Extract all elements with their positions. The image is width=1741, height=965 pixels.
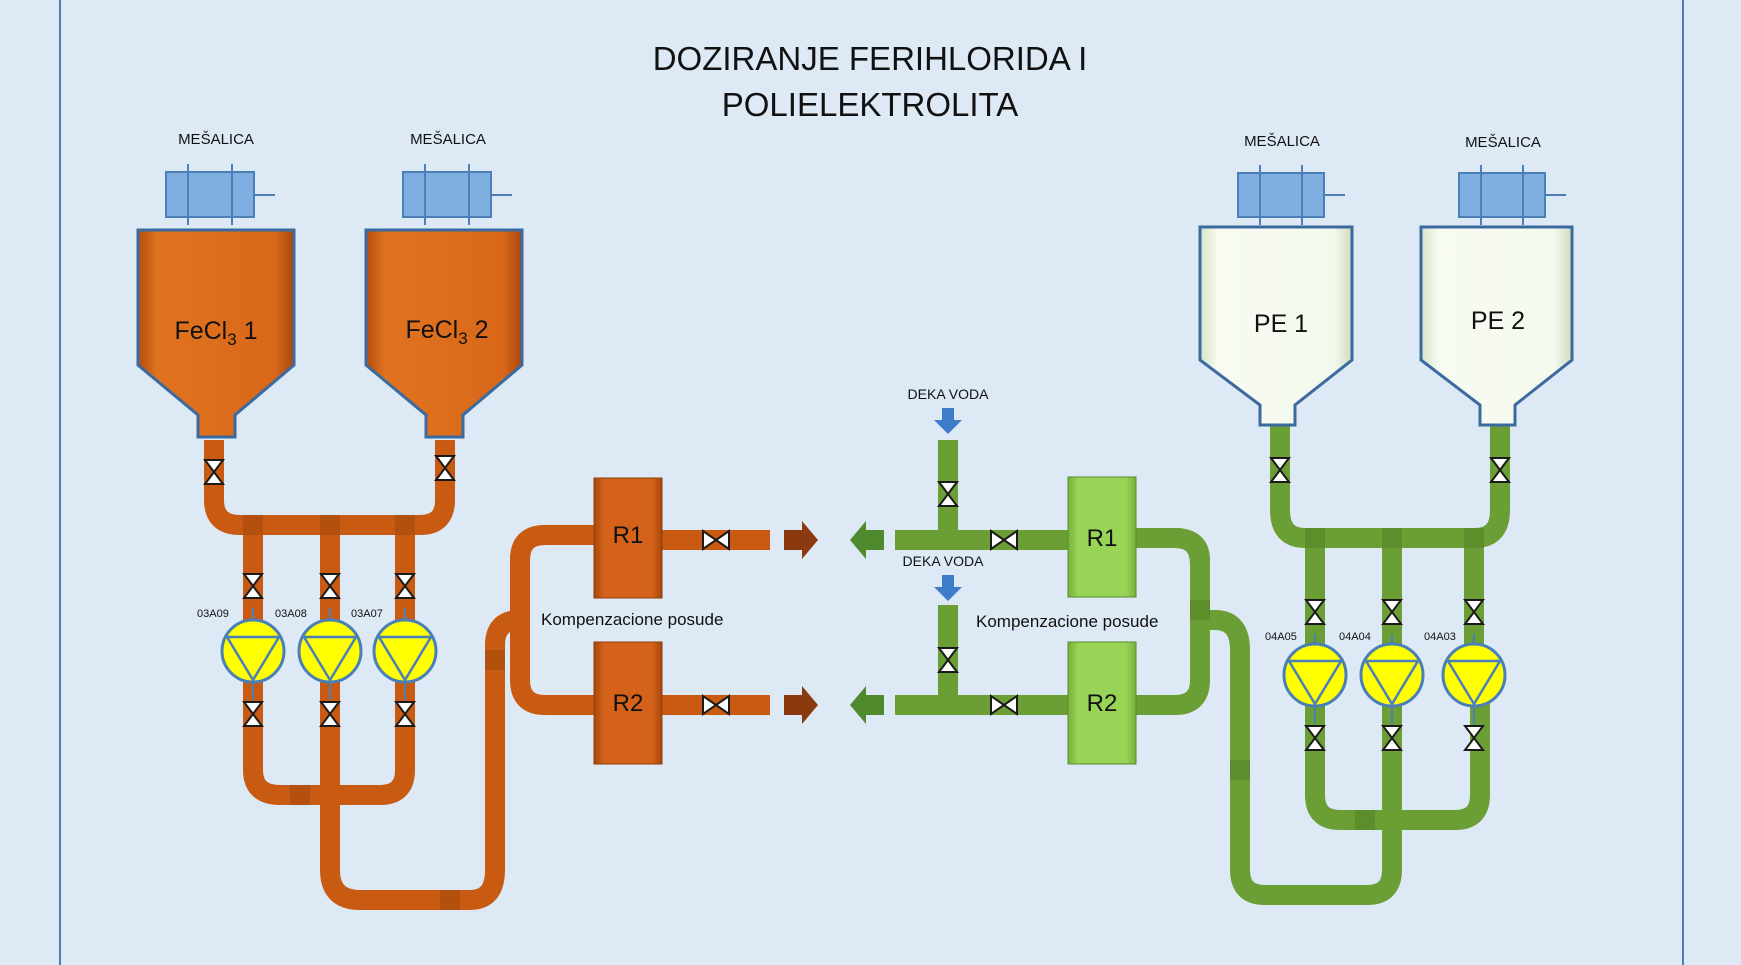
valve-tank-fecl3-1 bbox=[203, 459, 225, 485]
tank-fecl3-1 bbox=[136, 228, 296, 439]
pump-03a08 bbox=[297, 608, 363, 700]
tank-group bbox=[136, 225, 1574, 439]
valve-pump-04a05-in bbox=[1304, 599, 1326, 625]
arrow-left-green-1-icon bbox=[850, 521, 884, 559]
vessel-left-r1 bbox=[593, 477, 663, 599]
arrow-right-orange-2-icon bbox=[784, 686, 818, 724]
tank-label-fecl3-1: FeCl3 1 bbox=[174, 317, 258, 349]
valve-pump-04a03-out bbox=[1463, 725, 1485, 751]
fecl3-pipe-collars bbox=[243, 515, 505, 910]
pe-main-pipe bbox=[1130, 528, 1402, 905]
tank-pe-1 bbox=[1198, 225, 1354, 427]
valve-water-2 bbox=[937, 647, 959, 673]
valve-pump-03a09-in bbox=[242, 573, 264, 599]
title-line-2: POLIELEKTROLITA bbox=[721, 86, 1019, 123]
mixer-label-3: MEŠALICA bbox=[1244, 133, 1320, 150]
pump-03a07 bbox=[372, 608, 438, 700]
arrow-down-water-1-icon bbox=[934, 408, 962, 434]
pump-group bbox=[220, 608, 1507, 724]
mixer-label-4: MEŠALICA bbox=[1465, 134, 1541, 151]
pump-03a09 bbox=[220, 608, 286, 700]
valve-left-r1-out bbox=[702, 529, 730, 551]
pump-label-03a09: 03A09 bbox=[197, 608, 229, 620]
vessel-label-right-r2: R2 bbox=[1086, 690, 1118, 717]
valve-tank-pe-1 bbox=[1269, 457, 1291, 483]
tank-label-fecl3-2: FeCl3 2 bbox=[405, 316, 489, 348]
mixer-4 bbox=[1458, 165, 1566, 225]
water-label-2: DEKA VODA bbox=[902, 553, 984, 569]
arrow-left-green-2-icon bbox=[850, 686, 884, 724]
tank-label-pe-1: PE 1 bbox=[1253, 310, 1309, 338]
pump-label-04a03: 04A03 bbox=[1424, 631, 1456, 643]
tank-fecl3-2 bbox=[364, 228, 524, 439]
pump-label-03a08: 03A08 bbox=[275, 608, 307, 620]
valve-pump-03a07-out bbox=[394, 701, 416, 727]
fecl3-main-pipe bbox=[320, 525, 600, 910]
valve-right-r1-out bbox=[990, 529, 1018, 551]
water-label-1: DEKA VODA bbox=[907, 386, 989, 402]
vessel-label-left-r1: R1 bbox=[612, 522, 644, 549]
valve-tank-fecl3-2 bbox=[434, 455, 456, 481]
vessel-left-r2 bbox=[593, 641, 663, 765]
valve-pump-03a08-in bbox=[319, 573, 341, 599]
valve-pump-03a09-out bbox=[242, 701, 264, 727]
mixer-label-1: MEŠALICA bbox=[178, 131, 254, 148]
pump-04a03 bbox=[1441, 634, 1507, 724]
vessel-right-r1 bbox=[1067, 476, 1137, 598]
pe-header-pipe bbox=[1270, 425, 1510, 548]
valve-left-r2-out bbox=[702, 694, 730, 716]
pump-04a04 bbox=[1359, 634, 1425, 724]
valve-pump-04a04-in bbox=[1381, 599, 1403, 625]
arrow-right-orange-1-icon bbox=[784, 521, 818, 559]
vessel-right-r2 bbox=[1067, 641, 1137, 765]
arrow-group bbox=[784, 408, 962, 724]
valve-pump-04a05-out bbox=[1304, 725, 1326, 751]
vessel-label-right-r1: R1 bbox=[1086, 525, 1118, 552]
tank-label-pe-2: PE 2 bbox=[1470, 307, 1526, 335]
valve-tank-pe-2 bbox=[1489, 457, 1511, 483]
mixer-label-2: MEŠALICA bbox=[410, 131, 486, 148]
mixer-1 bbox=[165, 164, 275, 225]
fecl3-header-pipe bbox=[204, 440, 455, 535]
title-line-1: DOZIRANJE FERIHLORIDA I bbox=[652, 40, 1088, 77]
vessel-label-left-r2: R2 bbox=[612, 690, 644, 717]
pump-label-03a07: 03A07 bbox=[351, 608, 383, 620]
valve-pump-04a03-in bbox=[1463, 599, 1485, 625]
valve-water-1 bbox=[937, 481, 959, 507]
valve-pump-03a07-in bbox=[394, 573, 416, 599]
compensation-label-right: Kompenzacione posude bbox=[976, 612, 1159, 631]
compensation-label-left: Kompenzacione posude bbox=[541, 610, 724, 629]
mixer-2 bbox=[402, 164, 512, 225]
valve-pump-03a08-out bbox=[319, 701, 341, 727]
mixer-group bbox=[165, 164, 1566, 225]
valve-pump-04a04-out bbox=[1381, 725, 1403, 751]
pe-pipe-collars bbox=[1190, 528, 1484, 830]
pump-04a05 bbox=[1282, 634, 1348, 724]
valve-group bbox=[203, 455, 1511, 751]
pump-label-04a05: 04A05 bbox=[1265, 631, 1297, 643]
tank-pe-2 bbox=[1419, 225, 1574, 427]
mixer-3 bbox=[1237, 165, 1345, 225]
page-title: DOZIRANJE FERIHLORIDA I POLIELEKTROLITA bbox=[570, 36, 1170, 128]
valve-right-r2-out bbox=[990, 694, 1018, 716]
arrow-down-water-2-icon bbox=[934, 575, 962, 601]
vessel-group bbox=[593, 476, 1137, 765]
pump-label-04a04: 04A04 bbox=[1339, 631, 1371, 643]
